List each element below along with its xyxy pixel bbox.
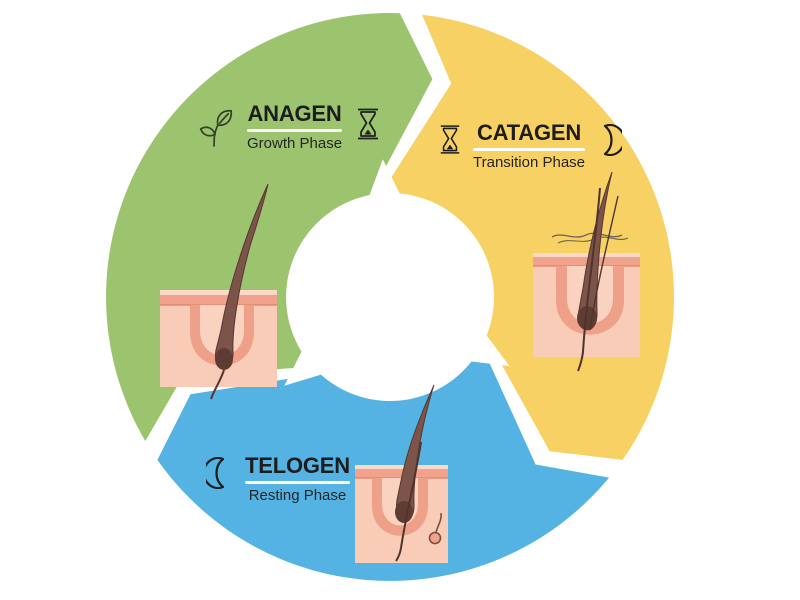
telogen-label-group: TELOGEN Resting Phase <box>206 455 350 503</box>
telogen-underline <box>245 481 350 484</box>
anagen-underline <box>247 129 343 132</box>
leaf-icon <box>199 109 233 147</box>
telogen-follicle-illustration <box>355 384 448 563</box>
inner-arrow-tick <box>469 333 510 366</box>
catagen-subtitle: Transition Phase <box>473 154 586 171</box>
catagen-follicle-illustration <box>533 171 640 372</box>
moon-icon <box>603 124 623 156</box>
inner-arrow-tick <box>368 159 401 198</box>
anagen-follicle-illustration <box>160 183 277 400</box>
catagen-label-group: CATAGEN Transition Phase <box>438 120 623 171</box>
anagen-title: ANAGEN <box>247 101 342 126</box>
moon-icon <box>206 457 225 489</box>
anagen-subtitle: Growth Phase <box>247 135 343 152</box>
hourglass-icon <box>358 108 379 140</box>
catagen-underline <box>473 148 586 151</box>
anagen-label-group: ANAGEN Growth Phase <box>196 103 381 151</box>
inner-arrow-tick <box>284 349 324 386</box>
telogen-title: TELOGEN <box>245 453 350 478</box>
telogen-subtitle: Resting Phase <box>248 487 347 504</box>
hourglass-icon <box>440 125 460 154</box>
new-hair-germ <box>428 531 442 545</box>
catagen-title: CATAGEN <box>476 120 582 145</box>
